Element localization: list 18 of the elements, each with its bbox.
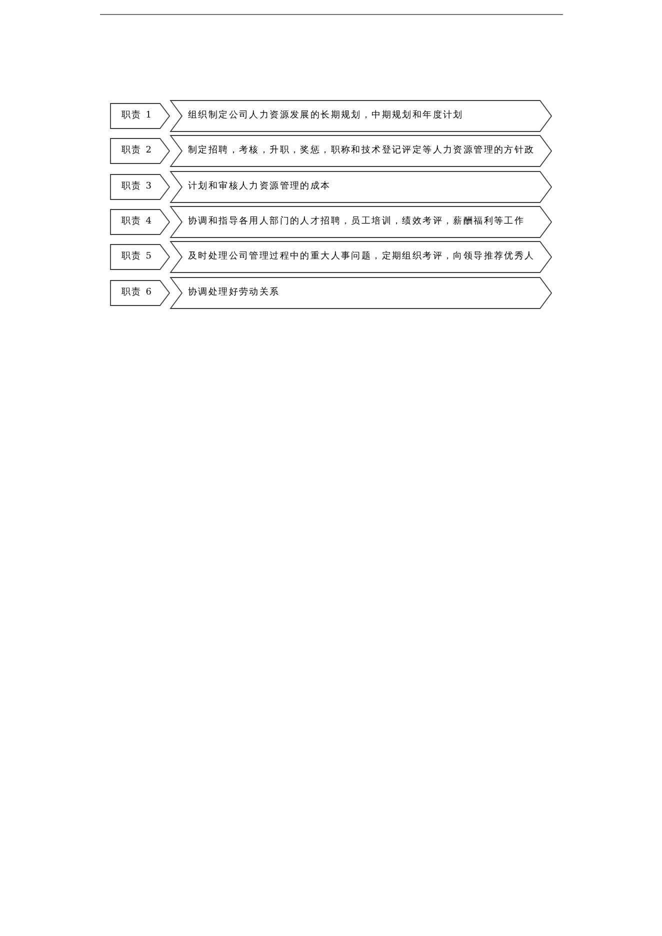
duty-description: 及时处理公司管理过程中的重大人事问题，定期组织考评，向领导推荐优秀人: [188, 252, 535, 263]
pentagon-tag: [110, 138, 170, 164]
duty-description: 组织制定公司人力资源发展的长期规划，中期规划和年度计划: [188, 110, 464, 122]
duty-description: 协调处理好劳动关系: [188, 287, 280, 298]
pentagon-tag: [110, 174, 170, 200]
duty-description: 制定招聘，考核，升职，奖惩，职称和技术登记评定等人力资源管理的方针政: [188, 146, 535, 157]
tag-label: 职责 3: [121, 181, 153, 192]
tag-label: 职责 4: [121, 216, 153, 228]
pentagon-tag: [110, 208, 170, 235]
tag-label: 职责 2: [121, 146, 153, 157]
duty-description: 协调和指导各用人部门的人才招聘，员工培训，绩效考评，薪酬福利等工作: [188, 216, 525, 228]
tag-label: 职责 6: [121, 287, 153, 298]
tag-label: 职责 1: [121, 110, 153, 122]
duty-description: 计划和审核人力资源管理的成本: [188, 181, 331, 192]
pentagon-tag: [110, 244, 170, 270]
tag-label: 职责 5: [121, 252, 153, 263]
pentagon-tag: [110, 103, 170, 129]
pentagon-tag: [110, 280, 170, 306]
